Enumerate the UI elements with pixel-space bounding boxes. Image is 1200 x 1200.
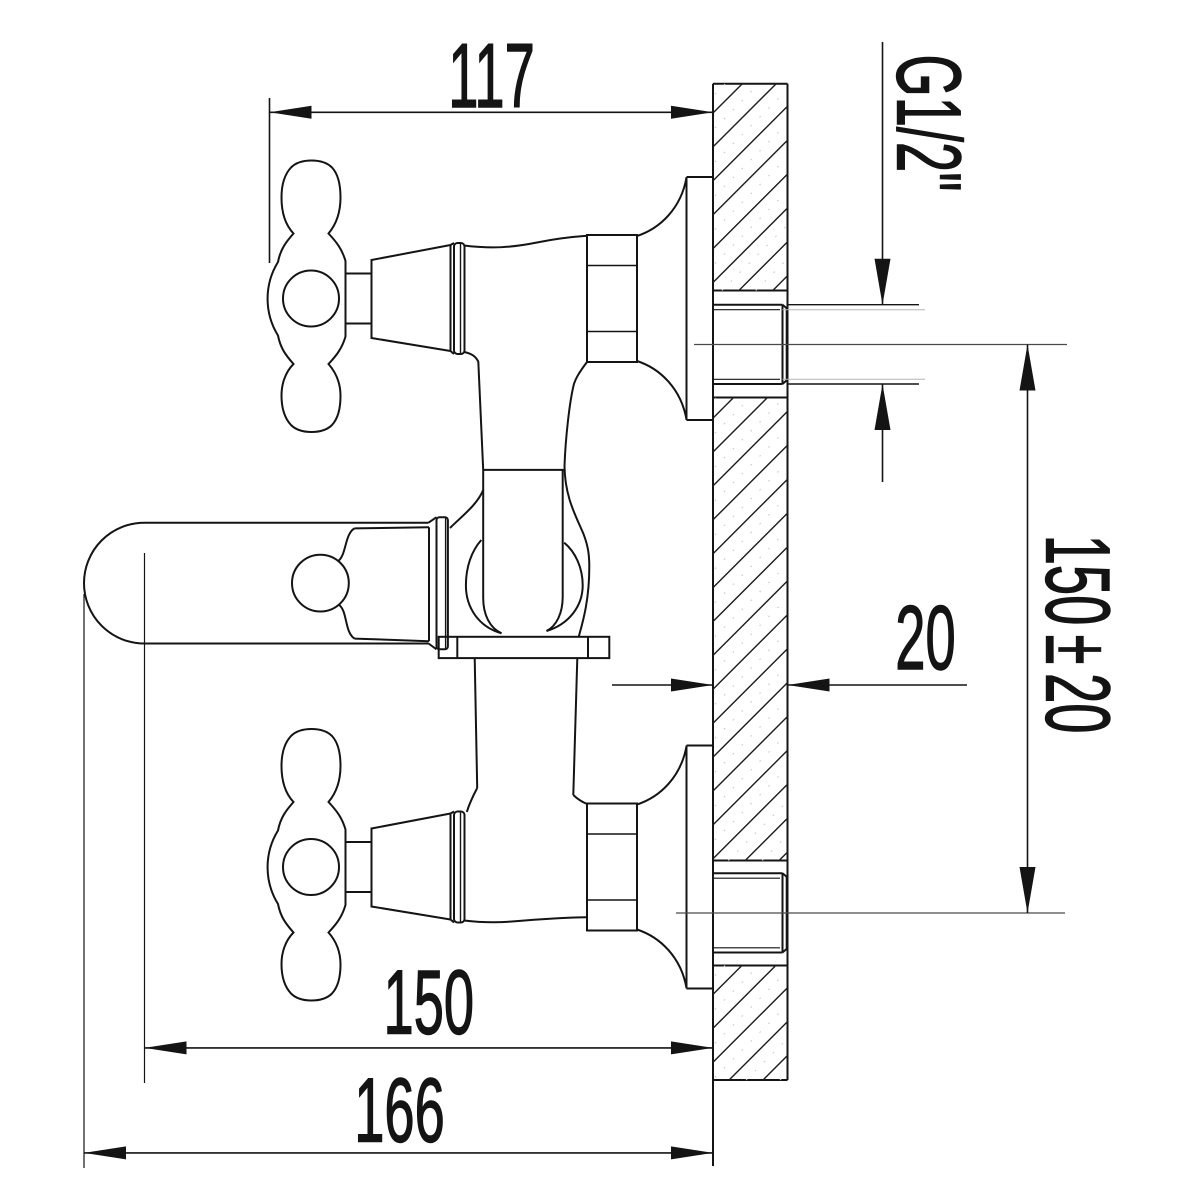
svg-text:166: 166: [354, 1059, 445, 1161]
svg-text:150: 150: [384, 951, 475, 1053]
svg-text:G1/2": G1/2": [878, 55, 980, 192]
svg-text:150±20: 150±20: [1027, 535, 1129, 734]
svg-text:117: 117: [448, 25, 535, 127]
svg-text:20: 20: [895, 586, 955, 688]
